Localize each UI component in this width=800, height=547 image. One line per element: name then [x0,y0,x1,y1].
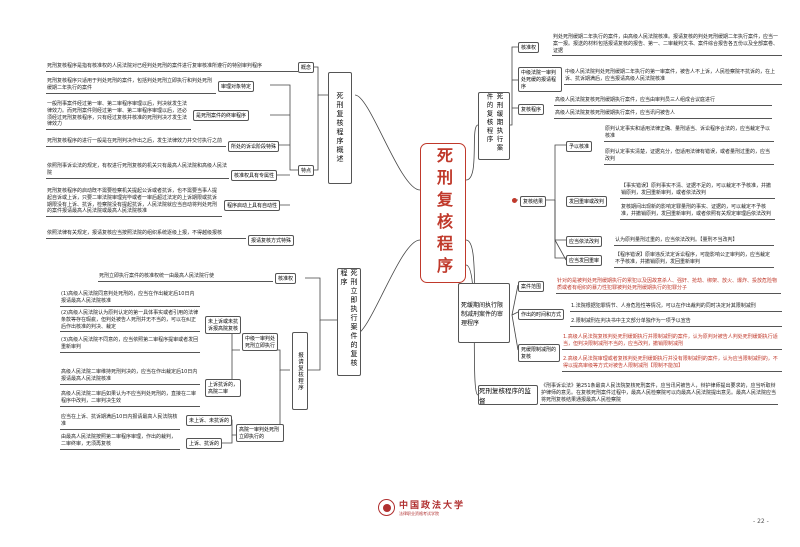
time-item-2: 2.限制减刑在判决书中主文部分单独作为一项予以宣告 [570,318,782,327]
overview-root: 死刑复核程序概述 [328,72,352,184]
auto-text: 死刑复核程序的启动既不需要检察机关提起公诉或者抗诉，也不需要当事人提起自诉或上诉… [46,188,222,217]
seal-icon [378,499,395,516]
concept-text: 死刑复核程序是指有核准权的人民法院对已经判处死刑的案件进行复审核准所遵行的特别审… [46,63,298,72]
intermediate-label: 中级一审判处死刑立即执行 [242,333,278,351]
university-sub: 法律职业资格考试学院 [399,511,439,516]
suspended-procedure-item-2: 高级人民法院复核死刑缓期执行案件，应当讯问被告人 [554,110,772,119]
limited-reduction-root: 死缓期间执行限制减刑案件的审理程序 [458,283,510,343]
change-label: 应当依法改判 [566,236,603,247]
remand-item-1: 【事实错误】原判事实不清、证据不足的，可以裁定不予核准，并撤销原判，发回重新审判… [620,183,775,199]
appeal2-text: 由最高人民法院按照第二审程序审理，作出的裁判，二审终审，无须再复核 [60,434,180,450]
approve-item-2: 原判认定事实清楚，证据充分，但适用法律有错误，或者量刑过重的，应当改判 [604,149,774,165]
method-text: 依照法律有关规定，报请复核应当按照法院的组织系统逐级上报，不得越级报核 [46,230,246,239]
review-item-1: 1.高级人民法院复核判处死刑缓期执行并限制减刑的案件，认为原判对被告人判处死刑缓… [562,334,782,350]
stage-text: 一般刑事案件经过第一审、第二审程序审理以后，判决就发生法律效力。而死刑案件则经过… [46,101,191,130]
features-label: 特点 [298,165,315,176]
remand-item-2: 复核期间出现新的影响定罪量刑的事实、证据的，可以裁定不予核准，并撤销原判，发回重… [620,204,775,220]
supervision-root: 死刑复核程序的监督 [478,385,538,405]
supervision-text: 《刑事诉讼法》第251条最高人民法院复核死刑案件，应当讯问被告人，辩护律师提出要… [540,383,778,406]
suspended-authority-label: 核准权 [518,42,540,53]
appeal2-label: 上诉、抗诉的 [186,438,223,449]
appeal-item-1: 高级人民法院二审维持死刑判决的，应当在作出裁定后10日内报请最高人民法院核准 [60,369,200,385]
page-number: - 22 - [753,518,769,525]
concept-label: 概念 [298,62,315,73]
suspended-procedure-label: 复核程序 [518,104,545,115]
back-label: 应当发回重审 [566,255,603,266]
time-item-1: 1.法院根据犯罪情节、人身危险性等情况，可以在作出裁判的同时决定对其限制减刑 [570,303,782,312]
stage-label: 是死刑案件的终审程序 [193,110,250,121]
time-label: 作出的时间和方式 [518,309,565,320]
appeal-item-2: 高级人民法院二审后如果认为不应当判处死刑的，直接在二审程序中改判，二审判决生效 [60,391,200,407]
appeal-label: 上诉抗诉的，高院二审 [205,379,241,397]
remand-label: 发回重审或改判 [566,196,608,207]
result-bullet-icon [512,198,517,203]
no-appeal2-label: 未上诉、未抗诉的 [186,415,233,426]
scope-label: 案件范围 [518,281,545,292]
object-label: 审理对象特定 [218,81,255,92]
approve-label: 予以核准 [566,141,593,152]
suspended-intermediate-label: 中级法院一审判处死缓的报请程序 [518,67,562,92]
scope-text: 针对的是被判处死刑缓期执行的累犯以及因故意杀人、强奸、抢劫、绑架、放火、爆炸、投… [556,278,781,294]
back-text: 【程序错误】原审违反法定诉讼程序，可能影响公正审判的，应当裁定不予核准，并撤销原… [614,252,774,268]
review-item-2: 2.高级人民法院审理或者复核判处死刑缓期执行并没有限制减刑的案件，认为应当限制减… [562,356,782,372]
immediate-root: 死刑立即执行案件的复核程序 [337,268,361,376]
report-label: 报请复核程序 [292,332,308,410]
no-appeal-item-2: (2)高级人民法院认为原判认定的第一具体事实或者引用的法律条款等存在瑕疵，但判处… [60,310,200,333]
no-appeal-item-1: (1)高级人民法院同意判处死刑的，应当在作出裁定后10日内报请最高人民法院核准 [60,291,200,307]
authority-label: 核准权具有专属性 [231,170,278,181]
no-appeal2-text: 应当在上诉、抗诉期满后10日内报请最高人民法院核准 [60,414,180,430]
method-label: 报请复核方式特殊 [248,235,295,246]
university-name: 中国政法大学 [399,501,466,511]
immediate-authority-label: 核准权 [275,273,297,284]
no-appeal-label: 未上诉或未抗诉报高院复核 [205,316,241,334]
immediate-authority-text: 死刑立即执行案件的核准权统一由最高人民法院行使 [98,273,273,282]
suspended-authority-text: 判处死刑缓期二年执行的案件，由高级人民法院核准。报请复核的判处死刑缓期二年执行案… [552,34,782,57]
approve-item-1: 原判认定事实和适用法律正确、量刑适当、诉讼程序合法的，应当裁定予以核准 [604,126,774,142]
university-logo: 中国政法大学 法律职业资格考试学院 [378,498,465,517]
start-label: 所处的诉讼阶段特殊 [228,141,280,152]
suspended-root: 死刑缓期执行案件的复核程序 [478,92,510,160]
result-label: 复核结果 [520,196,547,207]
authority-text: 依照刑事诉讼法的规定，有权进行死刑复核的机关只有最高人民法院和高级人民法院 [46,163,229,179]
review-label: 死缓限制减刑的复核 [518,344,560,362]
suspended-procedure-item-1: 高级人民法院复核死刑缓期执行案件，应当由审判员三人组成合议庭进行 [554,97,772,106]
object-text: 死刑复核程序只适用于判处死刑的案件，包括判处死刑立即执行和判处死刑缓期二年执行的… [46,78,216,94]
start-text: 死刑复核程序的进行一般是在死刑判决作出之后，发生法律效力并交付执行之前 [46,138,226,147]
suspended-intermediate-text: 中级人民法院判处死刑缓期二年执行的第一审案件，被告人不上诉，人民检察院不抗诉的，… [564,69,782,85]
auto-label: 程序启动上具有自动性 [224,200,281,211]
no-appeal-item-3: (3)高级人民法院不同意的，应当依照第二审程序提审或者发回重新审判 [60,337,200,353]
change-text: 认为原判量刑过重的，应当依法改判。【量刑不当改判】 [614,237,774,246]
high-court-label: 高院一审判处死刑立即执行的 [236,424,284,442]
central-topic: 死刑复核程序 [420,143,466,283]
